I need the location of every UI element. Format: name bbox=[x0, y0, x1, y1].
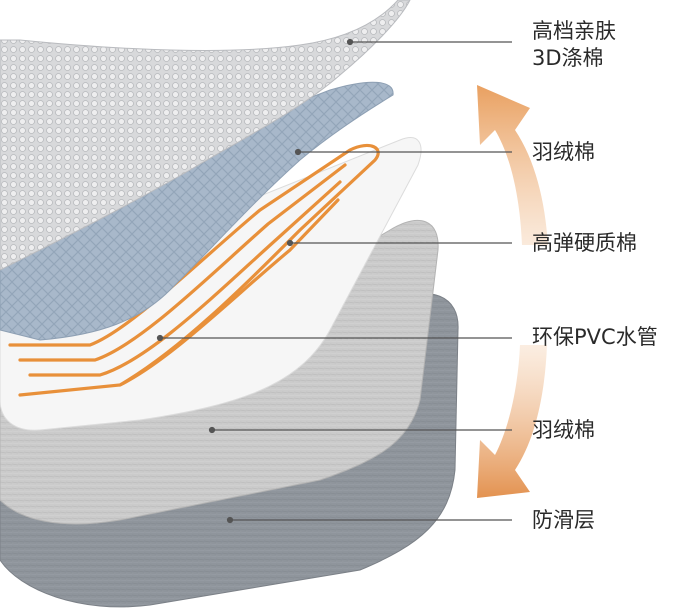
label-surface-line1: 高档亲肤 bbox=[532, 19, 616, 43]
label-anti-slip: 防滑层 bbox=[532, 507, 595, 534]
label-down-top: 羽绒棉 bbox=[532, 139, 595, 166]
label-pvc-pipe: 环保PVC水管 bbox=[532, 324, 658, 351]
leader-lines bbox=[156, 38, 512, 524]
label-pvc-pipe-text: 环保PVC水管 bbox=[532, 325, 658, 349]
label-anti-slip-text: 防滑层 bbox=[532, 508, 595, 532]
downward-arrow-icon bbox=[477, 345, 547, 498]
upward-arrow-icon bbox=[477, 85, 548, 245]
label-hard-cotton-text: 高弹硬质棉 bbox=[532, 231, 637, 255]
label-hard-cotton: 高弹硬质棉 bbox=[532, 230, 637, 257]
surface-layer bbox=[0, 0, 411, 271]
label-surface-line2: 3D涤棉 bbox=[532, 46, 604, 70]
label-down-bottom-text: 羽绒棉 bbox=[532, 418, 595, 442]
label-down-bottom: 羽绒棉 bbox=[532, 417, 595, 444]
label-surface: 高档亲肤 3D涤棉 bbox=[532, 18, 616, 72]
label-down-top-text: 羽绒棉 bbox=[532, 140, 595, 164]
